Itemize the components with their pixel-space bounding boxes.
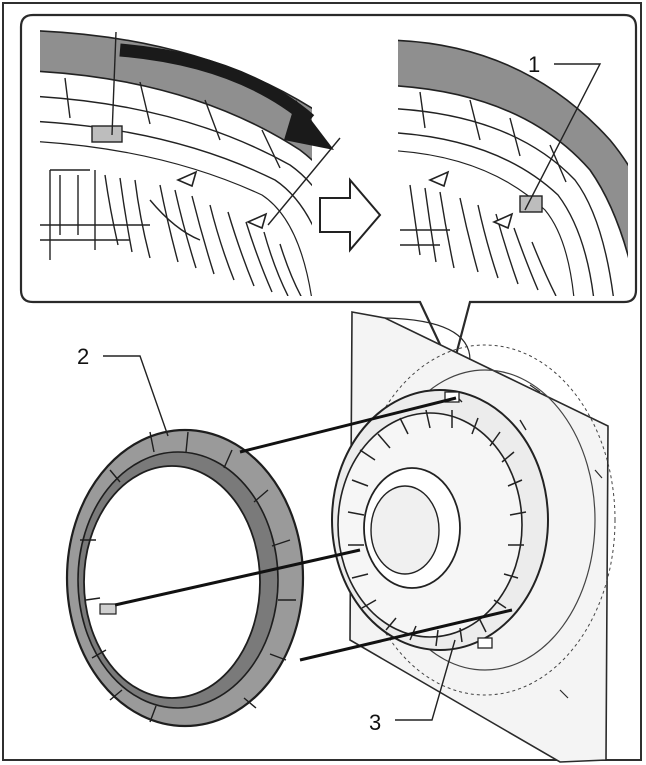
- alignment-triangle-icon: [428, 170, 450, 188]
- rotation-arrow-icon: [119, 43, 315, 125]
- alignment-triangle-icon: [246, 212, 268, 230]
- alignment-triangle-icon: [492, 212, 514, 230]
- alignment-triangle-icon: [176, 170, 198, 188]
- alignment-guides: [114, 396, 513, 662]
- callout-3: 3: [369, 710, 381, 735]
- callout-2: 2: [77, 344, 89, 369]
- detail-inset: [19, 13, 638, 374]
- fan-housing: [331, 389, 549, 651]
- retaining-ring: [65, 428, 305, 728]
- right-arrow-icon: [319, 177, 382, 253]
- callout-1: 1: [528, 52, 540, 77]
